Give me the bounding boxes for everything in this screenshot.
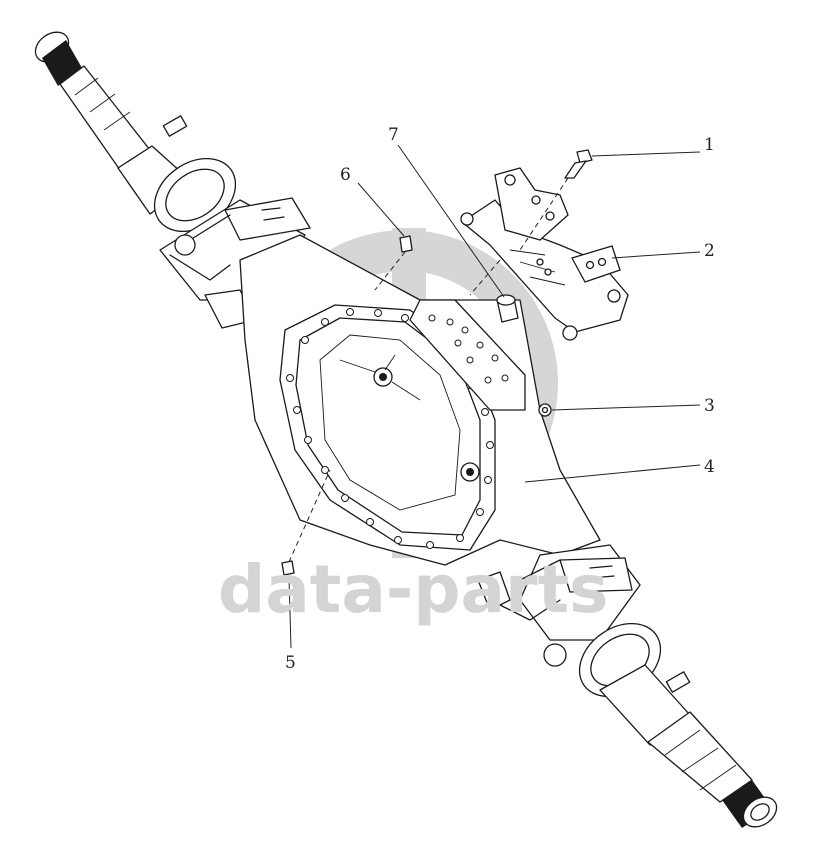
plug [538,403,552,417]
bolt [564,149,593,179]
callout-6: 6 [340,165,351,185]
axle-housing [34,31,778,828]
left-spindle [34,31,237,233]
callout-7: 7 [388,125,399,145]
breather [399,235,413,253]
callout-2: 2 [704,241,715,261]
callout-1: 1 [704,135,715,155]
bushing [496,294,519,323]
callout-5: 5 [285,653,296,673]
right-spindle [578,622,778,828]
bracket [460,167,629,341]
callout-4: 4 [704,457,715,477]
leader-lines [288,144,701,649]
watermark-text: data-parts [218,551,608,628]
rim-bolt-holes [286,308,494,549]
callout-3: 3 [704,396,715,416]
